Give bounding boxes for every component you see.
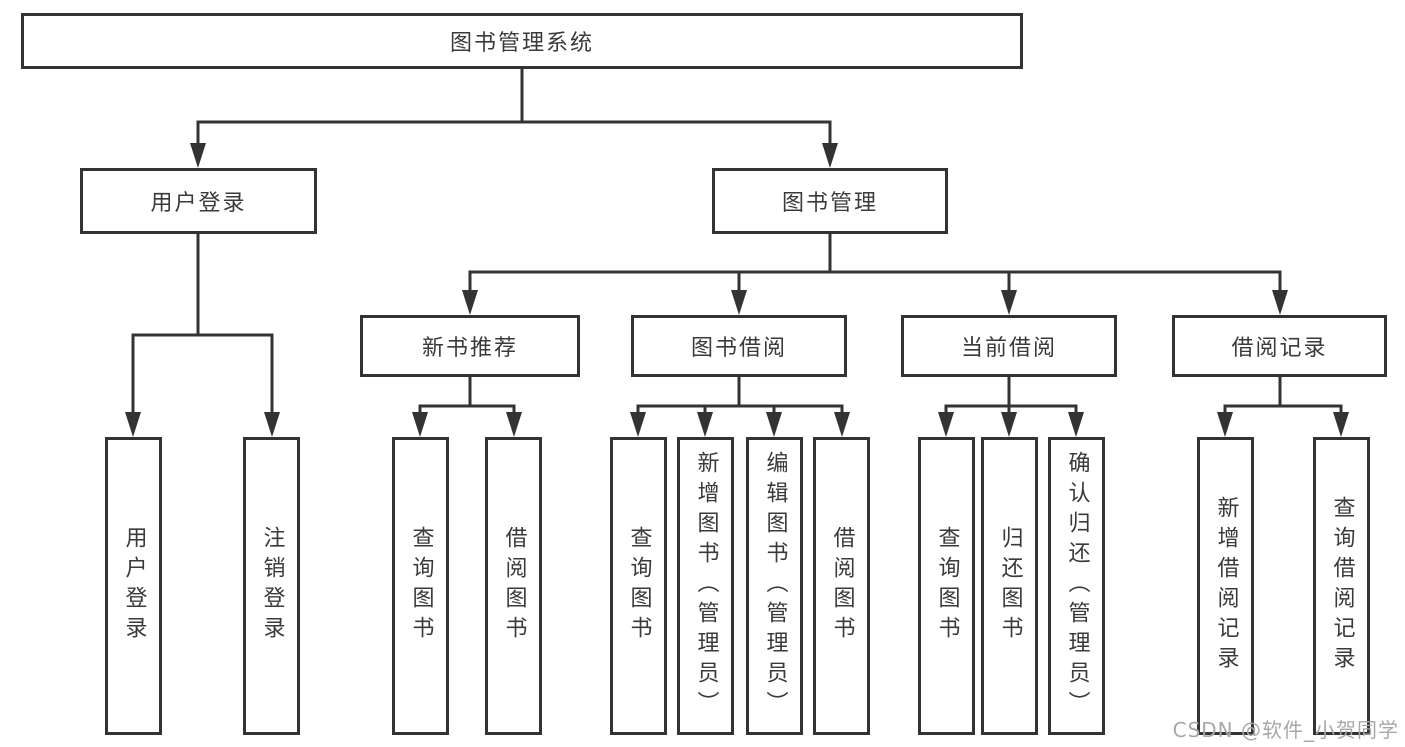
node-label: 编辑图书（管理员）	[762, 451, 788, 721]
arrowhead-icon	[766, 412, 782, 437]
node-label: 用户登录	[121, 526, 147, 646]
arrowhead-icon	[412, 412, 428, 437]
arrowhead-icon	[264, 412, 280, 437]
node-label: 借阅记录	[1231, 336, 1328, 361]
node-leaf-logout-login: 注销登录	[243, 437, 300, 735]
node-label: 新书推荐	[421, 336, 518, 361]
node-leaf-return-books: 归还图书	[981, 437, 1038, 735]
node-label: 当前借阅	[960, 336, 1057, 361]
watermark: CSDN @软件_小贺同学	[1172, 718, 1399, 742]
node-leaf-user-login: 用户登录	[105, 437, 162, 735]
arrowhead-icon	[630, 412, 646, 437]
node-leaf-add-book-admin: 新增图书（管理员）	[677, 437, 734, 735]
arrowhead-icon	[1272, 290, 1288, 315]
arrowhead-icon	[697, 412, 713, 437]
arrowhead-icon	[822, 143, 838, 168]
node-leaf-borrow-books-recommend: 借阅图书	[485, 437, 542, 735]
node-leaf-confirm-return-admin: 确认归还（管理员）	[1048, 437, 1105, 735]
node-label: 查询图书	[934, 526, 960, 646]
arrowheads	[125, 143, 1349, 437]
connector-bookmgmt-split	[468, 270, 1282, 308]
node-label: 查询图书	[408, 526, 434, 646]
node-leaf-query-borrow-record: 查询借阅记录	[1313, 437, 1370, 735]
node-label: 新增借阅记录	[1213, 496, 1239, 676]
node-leaf-query-books-recommend: 查询图书	[392, 437, 449, 735]
node-label: 新增图书（管理员）	[693, 451, 719, 721]
node-label: 查询借阅记录	[1329, 496, 1355, 676]
node-leaf-query-books-current: 查询图书	[918, 437, 975, 735]
node-leaf-borrow-books-borrowing: 借阅图书	[813, 437, 870, 735]
connector-newbook-split	[418, 404, 516, 430]
arrowhead-icon	[125, 412, 141, 437]
node-borrowing-records: 借阅记录	[1172, 315, 1387, 377]
arrowhead-icon	[190, 143, 206, 168]
arrowhead-icon	[834, 412, 850, 437]
node-label: 确认归还（管理员）	[1064, 451, 1090, 721]
node-current-borrowing: 当前借阅	[901, 315, 1117, 377]
node-leaf-edit-book-admin: 编辑图书（管理员）	[746, 437, 803, 735]
node-label: 借阅图书	[829, 526, 855, 646]
node-book-management: 图书管理	[712, 168, 948, 234]
node-label: 用户登录	[150, 191, 247, 216]
connector-records-split	[1223, 404, 1343, 430]
node-leaf-query-books-borrowing: 查询图书	[610, 437, 667, 735]
arrowhead-icon	[731, 290, 747, 315]
connector-root-split	[196, 120, 832, 161]
node-label: 图书管理	[781, 191, 878, 216]
connector-borrowing-split	[636, 404, 844, 430]
node-library-management-system: 图书管理系统	[21, 13, 1023, 69]
node-label: 图书管理系统	[449, 31, 594, 56]
node-new-book-recommendation: 新书推荐	[360, 315, 580, 377]
arrowhead-icon	[506, 412, 522, 437]
arrowhead-icon	[1333, 412, 1349, 437]
node-label: 注销登录	[259, 526, 285, 646]
connector-userlogin-split	[131, 333, 274, 430]
node-label: 查询图书	[626, 526, 652, 646]
node-label: 借阅图书	[501, 526, 527, 646]
node-label: 归还图书	[997, 526, 1023, 646]
arrowhead-icon	[938, 412, 954, 437]
node-label: 图书借阅	[690, 336, 787, 361]
arrowhead-icon	[1001, 412, 1017, 437]
arrowhead-icon	[1217, 412, 1233, 437]
arrowhead-icon	[1068, 412, 1084, 437]
arrowhead-icon	[462, 290, 478, 315]
node-leaf-add-borrow-record: 新增借阅记录	[1197, 437, 1254, 735]
node-book-borrowing: 图书借阅	[631, 315, 847, 377]
node-user-login: 用户登录	[80, 168, 317, 234]
arrowhead-icon	[1001, 290, 1017, 315]
